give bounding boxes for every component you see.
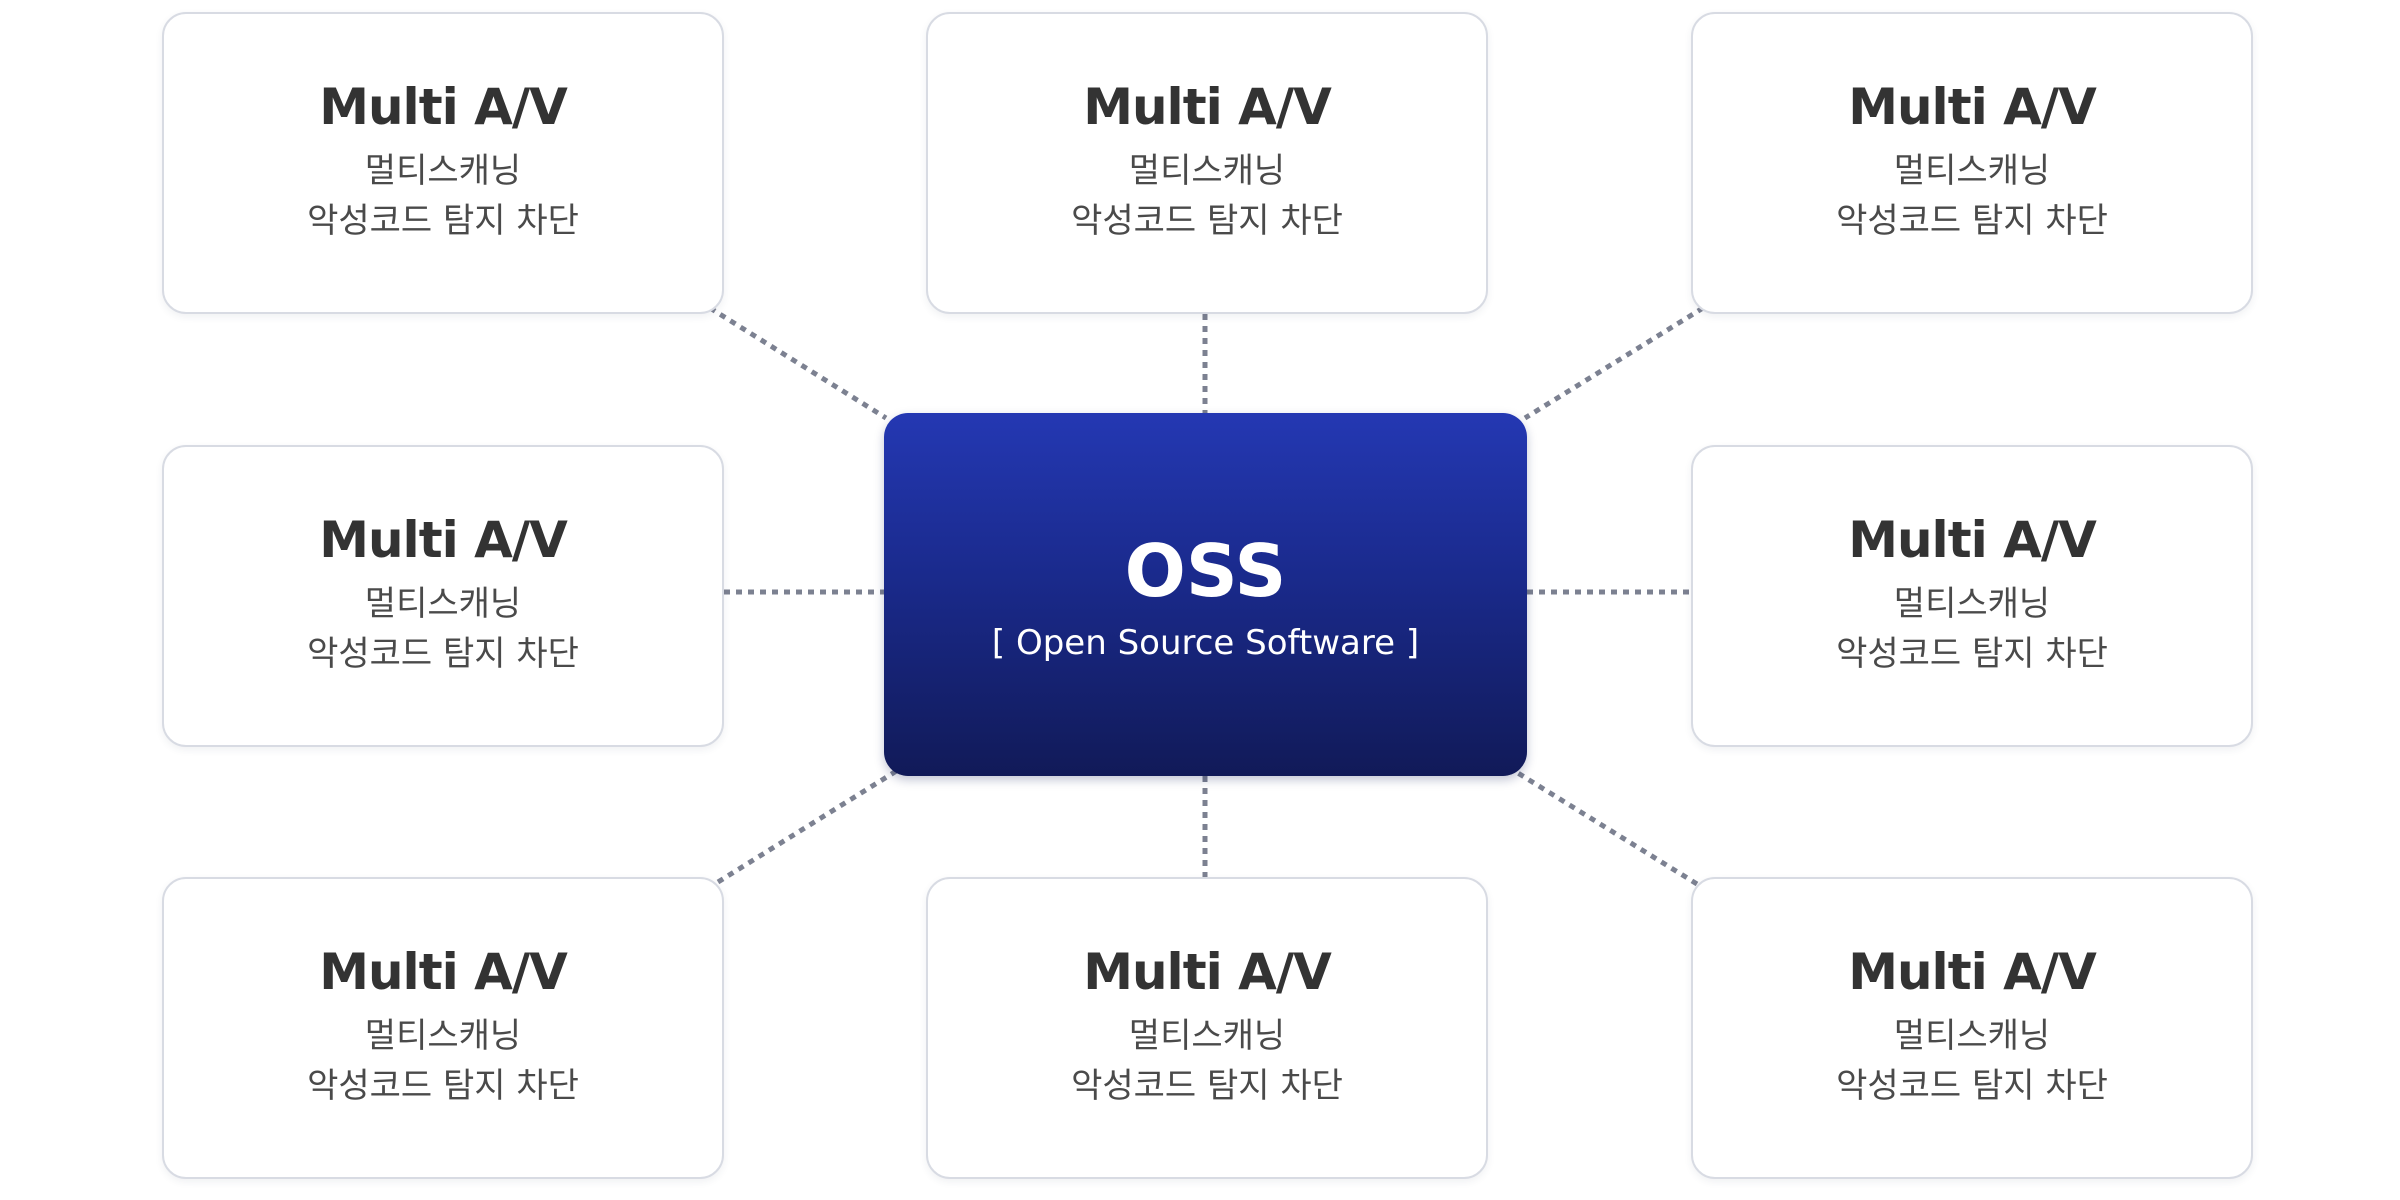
node-description-line-1: 멀티스캐닝 (1893, 1016, 2051, 1057)
node-title: Multi A/V (319, 511, 568, 570)
node-title: Multi A/V (1848, 511, 2097, 570)
connector-bottom-right (1511, 767, 1699, 887)
hub-subtitle: [ Open Source Software ] (991, 623, 1420, 664)
node-description-line-1: 멀티스캐닝 (364, 1016, 522, 1057)
node-description-line-1: 멀티스캐닝 (364, 584, 522, 625)
node-description-line-2: 악성코드 탐지 차단 (1836, 633, 2108, 674)
node-description-line-1: 멀티스캐닝 (1128, 1016, 1286, 1057)
node-title: Multi A/V (1848, 78, 2097, 137)
node-description-line-2: 악성코드 탐지 차단 (1071, 200, 1343, 241)
node-bottom-left: Multi A/V 멀티스캐닝 악성코드 탐지 차단 (162, 877, 724, 1179)
node-top-center: Multi A/V 멀티스캐닝 악성코드 탐지 차단 (926, 12, 1488, 314)
node-description-line-2: 악성코드 탐지 차단 (1071, 1065, 1343, 1106)
node-description-line-1: 멀티스캐닝 (1893, 151, 2051, 192)
node-description-line-2: 악성코드 탐지 차단 (307, 633, 579, 674)
node-description-line-2: 악성코드 탐지 차단 (1836, 1065, 2108, 1106)
node-description-line-2: 악성코드 탐지 차단 (1836, 200, 2108, 241)
node-description-line-1: 멀티스캐닝 (364, 151, 522, 192)
connector-top-left (708, 305, 888, 421)
connector-bottom-left (716, 767, 900, 885)
node-title: Multi A/V (319, 943, 568, 1002)
node-title: Multi A/V (1083, 943, 1332, 1002)
node-title: Multi A/V (319, 78, 568, 137)
hub-title: OSS (1124, 528, 1287, 613)
node-description-line-2: 악성코드 탐지 차단 (307, 1065, 579, 1106)
node-top-right: Multi A/V 멀티스캐닝 악성코드 탐지 차단 (1691, 12, 2253, 314)
node-description-line-1: 멀티스캐닝 (1128, 151, 1286, 192)
node-middle-right: Multi A/V 멀티스캐닝 악성코드 탐지 차단 (1691, 445, 2253, 747)
node-bottom-right: Multi A/V 멀티스캐닝 악성코드 탐지 차단 (1691, 877, 2253, 1179)
node-title: Multi A/V (1083, 78, 1332, 137)
node-title: Multi A/V (1848, 943, 2097, 1002)
node-middle-left: Multi A/V 멀티스캐닝 악성코드 탐지 차단 (162, 445, 724, 747)
connector-top-right (1523, 305, 1705, 421)
node-description-line-2: 악성코드 탐지 차단 (307, 200, 579, 241)
node-bottom-center: Multi A/V 멀티스캐닝 악성코드 탐지 차단 (926, 877, 1488, 1179)
node-top-left: Multi A/V 멀티스캐닝 악성코드 탐지 차단 (162, 12, 724, 314)
node-description-line-1: 멀티스캐닝 (1893, 584, 2051, 625)
oss-hub: OSS [ Open Source Software ] (884, 413, 1527, 776)
